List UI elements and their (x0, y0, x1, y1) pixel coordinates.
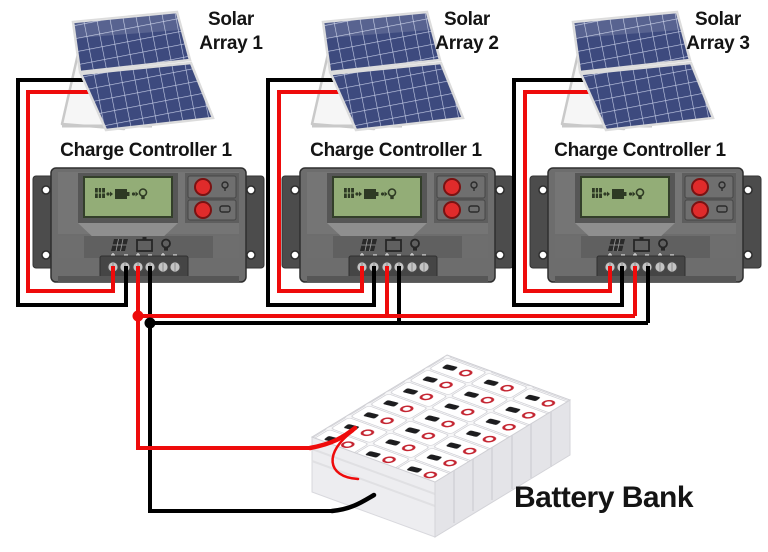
battery-negative-feed-wire (148, 323, 332, 513)
solar-array-2-label: Solar Array 2 (407, 8, 527, 56)
battery-positive-feed-wire (136, 316, 310, 450)
solar-array-3-label-line2: Array 3 (686, 33, 750, 54)
charge-controller-1-label: Charge Controller 1 (60, 140, 232, 161)
battery-bank-top-face (310, 354, 572, 483)
battery-positive-jumper (331, 429, 360, 481)
charge-controller-unit-3 (529, 167, 762, 283)
charge-controller-unit-1 (32, 167, 265, 283)
array3-positive-wire (523, 90, 612, 293)
solar-array-3-label: Solar Array 3 (658, 8, 768, 56)
solar-array-1-label-line1: Solar (207, 9, 255, 30)
array1-positive-wire (26, 90, 115, 293)
array2-positive-wire (277, 90, 364, 293)
solar-array-1-label: Solar Array 1 (171, 8, 291, 56)
array2-negative-wire (266, 78, 376, 307)
battery-bank-label: Battery Bank (514, 481, 694, 514)
battery-bank-graphic (310, 354, 572, 538)
charge-controller-unit-2 (281, 167, 514, 283)
battery-negative-pigtail (329, 492, 377, 514)
negative-bus-wire (148, 266, 650, 325)
array3-negative-wire (512, 78, 624, 307)
charge-controller-2-label: Charge Controller 1 (310, 140, 482, 161)
solar-array-3-label-line1: Solar (694, 9, 742, 30)
positive-junction-dot (132, 310, 144, 322)
charge-controller-3-label: Charge Controller 1 (554, 140, 726, 161)
solar-array-2-label-line2: Array 2 (435, 33, 499, 54)
positive-bus-wire (136, 266, 637, 318)
solar-array-2-label-line1: Solar (443, 9, 491, 30)
array1-negative-wire (16, 78, 128, 307)
wiring-layer (16, 78, 650, 514)
solar-array-1-label-line2: Array 1 (199, 33, 263, 54)
negative-junction-dot (144, 317, 156, 329)
